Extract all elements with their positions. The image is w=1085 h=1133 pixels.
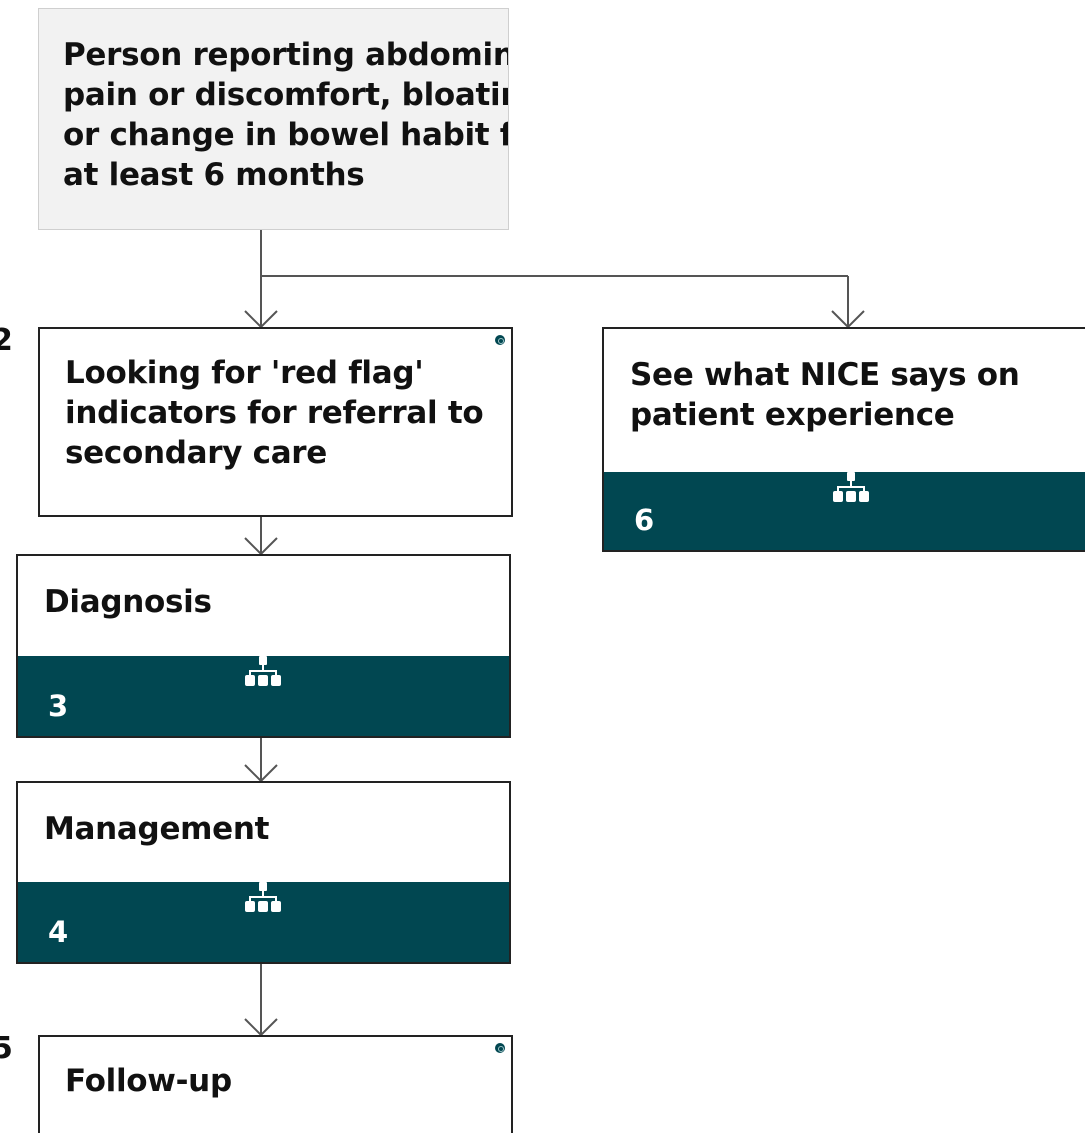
step-number: 6 [634, 503, 655, 537]
red-flag-step-number: 2 [0, 326, 13, 356]
sitemap-icon[interactable] [244, 882, 282, 916]
diagnosis-band: 3 [18, 656, 509, 736]
patient-experience-box[interactable]: See what NICE says on patient experience… [602, 327, 1085, 552]
info-icon[interactable] [495, 1043, 505, 1053]
red-flag-text-line: Looking for 'red flag' [65, 355, 424, 391]
management-label: Management [44, 811, 270, 847]
management-box[interactable]: Management 4 [16, 781, 511, 964]
follow-up-label: Follow-up [65, 1063, 232, 1099]
follow-up-step-number: 5 [0, 1034, 13, 1064]
start-box: Person reporting abdominal pain or disco… [38, 8, 509, 230]
sitemap-icon[interactable] [832, 472, 870, 506]
management-band: 4 [18, 882, 509, 962]
start-text-line: or change in bowel habit for [63, 117, 509, 153]
patient-experience-band: 6 [604, 472, 1085, 550]
red-flag-box[interactable]: Looking for 'red flag' indicators for re… [38, 327, 513, 517]
info-icon[interactable] [495, 335, 505, 345]
start-text-line: at least 6 months [63, 157, 365, 193]
step-number: 3 [48, 689, 69, 723]
follow-up-box[interactable]: Follow-up [38, 1035, 513, 1133]
red-flag-text-line: secondary care [65, 435, 328, 471]
start-text-line: Person reporting abdominal [63, 37, 509, 73]
diagnosis-box[interactable]: Diagnosis 3 [16, 554, 511, 738]
red-flag-text-line: indicators for referral to [65, 395, 484, 431]
patient-experience-text-line: patient experience [630, 397, 955, 433]
diagnosis-label: Diagnosis [44, 584, 212, 620]
sitemap-icon[interactable] [244, 656, 282, 690]
patient-experience-text-line: See what NICE says on [630, 357, 1020, 393]
step-number: 4 [48, 915, 69, 949]
start-text-line: pain or discomfort, bloating [63, 77, 509, 113]
